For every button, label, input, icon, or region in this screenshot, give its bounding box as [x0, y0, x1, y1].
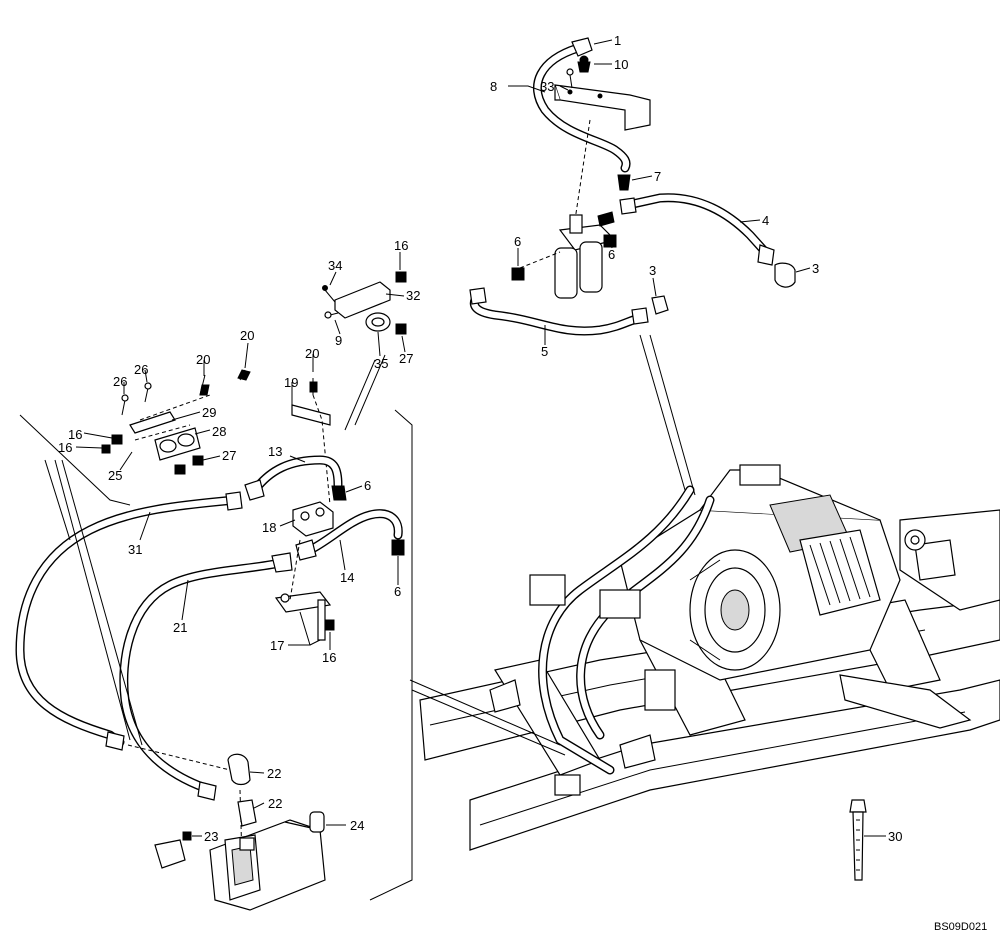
callout-6-filter-right: 6: [608, 247, 615, 262]
callout-leaders: [75, 39, 886, 837]
callout-16-left-a: 16: [68, 427, 82, 442]
callout-9: 9: [335, 333, 342, 348]
bracket-assembly-upper: [322, 271, 407, 431]
leader-to-frame-1: [409, 679, 561, 746]
callout-26-a: 26: [134, 362, 148, 377]
leader-bundle-2: [61, 459, 143, 746]
callout-20-b: 20: [196, 352, 210, 367]
callout-28: 28: [212, 424, 226, 439]
callout-6-filter-left: 6: [514, 234, 521, 249]
callout-16-upper: 16: [394, 238, 408, 253]
engine-frame-assembly: [419, 464, 1000, 851]
callout-4: 4: [762, 213, 769, 228]
callout-29: 29: [202, 405, 216, 420]
callout-3-right: 3: [812, 261, 819, 276]
engine-fins: [809, 536, 871, 606]
callout-3-small: 3: [649, 263, 656, 278]
leader-bundle-3: [44, 459, 71, 541]
callout-10: 10: [614, 57, 628, 72]
callout-21: 21: [173, 620, 187, 635]
callout-34: 34: [328, 258, 342, 273]
leader-to-frame-2: [411, 689, 566, 756]
callout-labels: 1 10 8 33 7 4 6 6 3 3 5 16 34 32 9 35 27…: [58, 33, 902, 844]
view-divider-center: [369, 409, 413, 901]
callout-16-left-b: 16: [58, 440, 72, 455]
leader-to-engine-1: [639, 334, 686, 491]
callout-7: 7: [654, 169, 661, 184]
callout-8: 8: [490, 79, 497, 94]
callout-6-center-a: 6: [364, 478, 371, 493]
callout-25: 25: [108, 468, 122, 483]
leader-to-engine-2: [649, 334, 696, 496]
callout-22-a: 22: [267, 766, 281, 781]
callout-1: 1: [614, 33, 621, 48]
callout-18: 18: [262, 520, 276, 535]
callout-23: 23: [204, 829, 218, 844]
callout-33: 33: [540, 79, 554, 94]
callout-22-b: 22: [268, 796, 282, 811]
valve-assembly: [15, 369, 405, 911]
callout-27-left: 27: [222, 448, 236, 463]
callout-27-upper: 27: [399, 351, 413, 366]
leader-bundle-1: [54, 459, 131, 741]
callout-16-bracket: 16: [322, 650, 336, 665]
callout-31: 31: [128, 542, 142, 557]
cable-tie: [849, 799, 867, 881]
view-divider-left: [19, 414, 131, 506]
callout-14: 14: [340, 570, 354, 585]
callout-6-center-b: 6: [394, 584, 401, 599]
callout-26-b: 26: [113, 374, 127, 389]
figure-code: BS09D021: [934, 921, 987, 933]
callout-13: 13: [268, 444, 282, 459]
callout-17: 17: [270, 638, 284, 653]
callout-20-c: 20: [305, 346, 319, 361]
callout-35: 35: [374, 356, 388, 371]
callout-19: 19: [284, 375, 298, 390]
callout-20-a: 20: [240, 328, 254, 343]
filter-assembly: [469, 37, 796, 336]
callout-5: 5: [541, 344, 548, 359]
callout-24: 24: [350, 818, 364, 833]
callout-30: 30: [888, 829, 902, 844]
callout-32: 32: [406, 288, 420, 303]
